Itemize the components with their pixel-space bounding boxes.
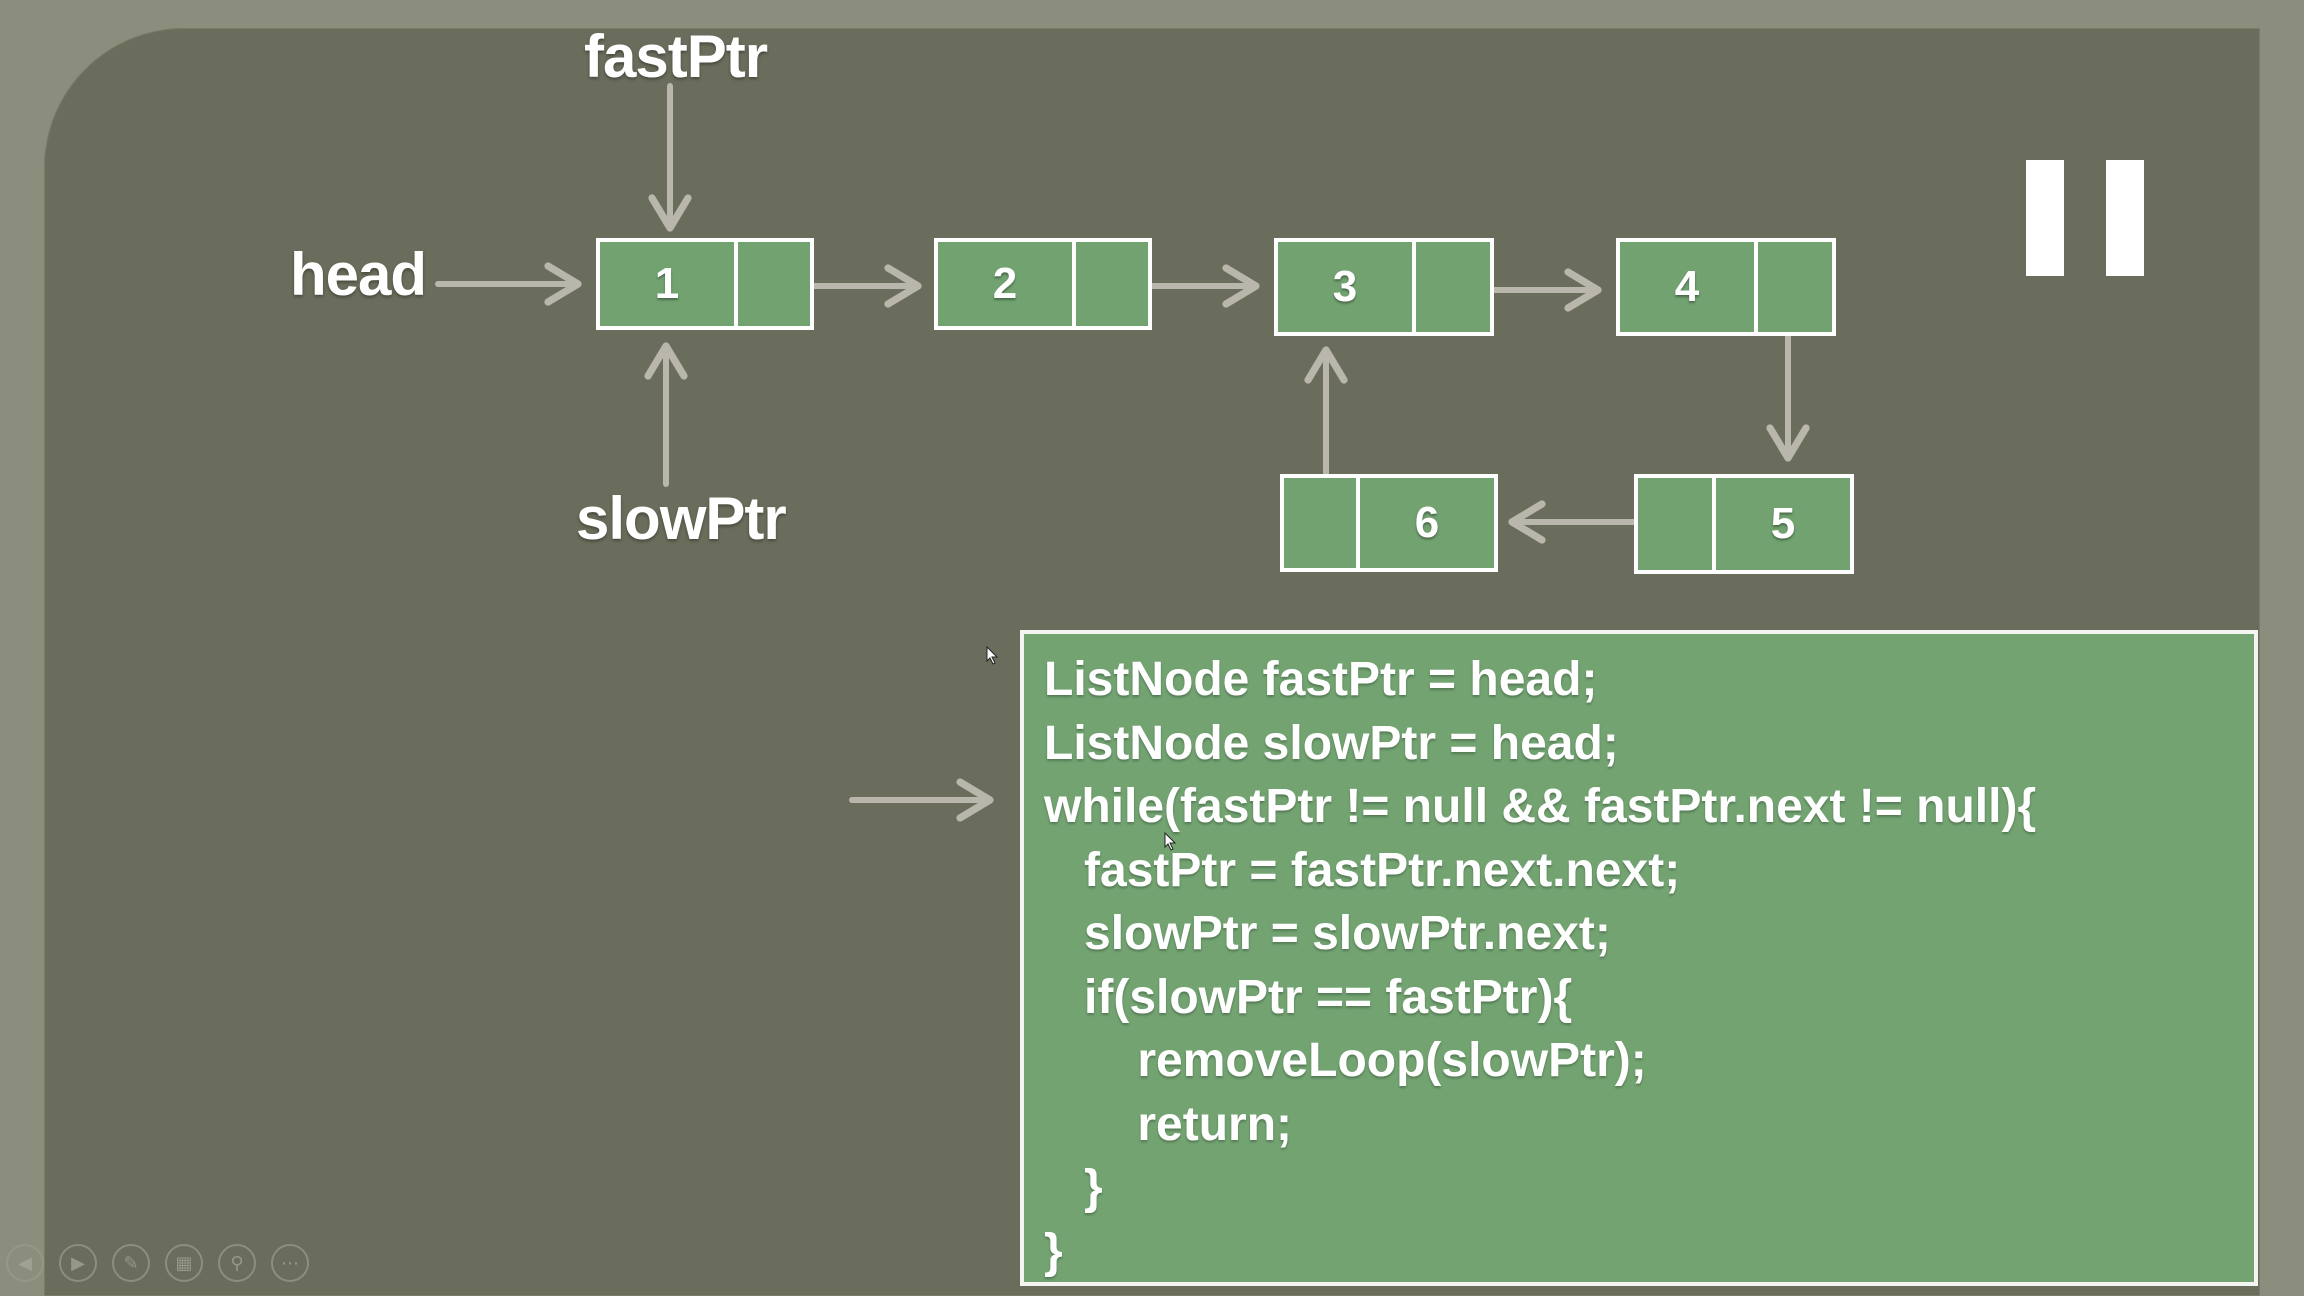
list-node-3: 3: [1274, 238, 1494, 336]
node-next-pointer: [1638, 478, 1716, 570]
fastptr-label: fastPtr: [584, 23, 768, 90]
node-value: 1: [654, 259, 680, 308]
head-label: head: [290, 241, 427, 308]
slides-icon[interactable]: ▦: [165, 1244, 203, 1282]
text-cursor-icon: [1164, 832, 1177, 851]
code-line: return;: [1044, 1097, 1293, 1151]
zoom-icon[interactable]: ⚲: [218, 1244, 256, 1282]
code-line: }: [1044, 1161, 1103, 1214]
code-line: if(slowPtr == fastPtr){: [1044, 970, 1573, 1024]
pause-icon[interactable]: [2026, 160, 2144, 276]
slowptr-label: slowPtr: [576, 485, 787, 552]
list-node-1: 1: [596, 238, 814, 330]
code-line: fastPtr = fastPtr.next.next;: [1044, 843, 1681, 897]
mouse-cursor-icon: [986, 646, 999, 665]
node-value: 6: [1414, 498, 1440, 547]
presentation-controls: ◀ ▶ ✎ ▦ ⚲ ⋯: [6, 1244, 309, 1282]
node-next-pointer: [1412, 242, 1490, 332]
list-node-4: 4: [1616, 238, 1836, 336]
previous-icon[interactable]: ◀: [6, 1244, 44, 1282]
code-line: while(fastPtr != null && fastPtr.next !=…: [1044, 780, 2037, 833]
code-line: slowPtr = slowPtr.next;: [1044, 907, 1611, 960]
more-icon[interactable]: ⋯: [271, 1244, 309, 1282]
code-line: removeLoop(slowPtr);: [1044, 1034, 1647, 1087]
node-value: 3: [1332, 262, 1358, 311]
node-next-pointer: [1754, 242, 1832, 332]
pen-icon[interactable]: ✎: [112, 1244, 150, 1282]
next-icon[interactable]: ▶: [59, 1244, 97, 1282]
code-line: ListNode fastPtr = head;: [1044, 653, 1598, 706]
code-line: }: [1044, 1224, 1063, 1278]
node-value: 4: [1674, 262, 1700, 311]
node-next-pointer: [1284, 478, 1360, 568]
node-next-pointer: [1072, 242, 1148, 326]
list-node-5: 5: [1634, 474, 1854, 574]
list-node-6: 6: [1280, 474, 1498, 572]
list-node-2: 2: [934, 238, 1152, 330]
code-line: ListNode slowPtr = head;: [1044, 716, 1619, 770]
node-value: 2: [992, 259, 1018, 308]
node-next-pointer: [734, 242, 810, 326]
node-value: 5: [1770, 499, 1796, 548]
code-block: ListNode fastPtr = head; ListNode slowPt…: [1020, 630, 2258, 1286]
